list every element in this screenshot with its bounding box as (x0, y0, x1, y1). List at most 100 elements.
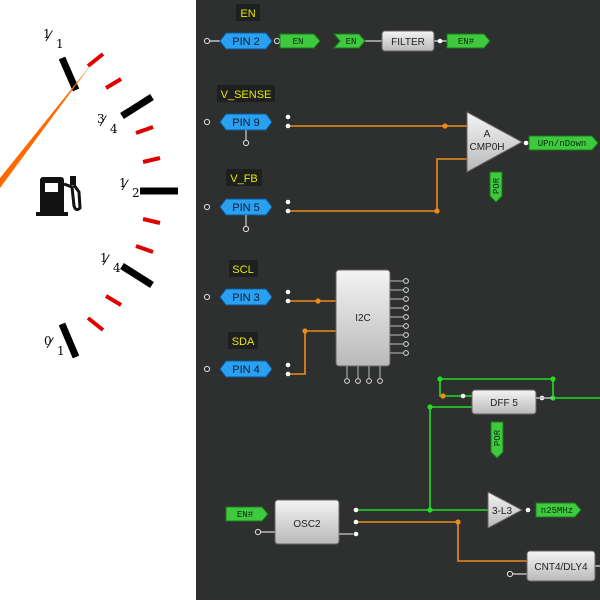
i2c-port[interactable] (367, 379, 372, 384)
dff-block[interactable]: DFF 5 (472, 390, 536, 414)
pin-3-port[interactable] (286, 290, 291, 295)
gauge-minor-tick (106, 79, 121, 88)
i2c-block[interactable]: I2C (336, 270, 390, 366)
dff-port[interactable] (461, 394, 466, 399)
gauge-minor-tick (88, 54, 103, 66)
net-tag-en-out[interactable]: EN (280, 34, 320, 48)
gauge-label-half: 1 ⁄ 2 (119, 176, 140, 200)
i2c-port[interactable] (404, 351, 409, 356)
svg-text:UPn/nDown: UPn/nDown (538, 139, 587, 149)
osc-port[interactable] (354, 520, 359, 525)
svg-text:EN: EN (293, 37, 304, 47)
fuel-gauge: 1 ⁄ 1 3 ⁄ 4 1 ⁄ 2 1 ⁄ 4 0 ⁄ 1 (0, 0, 196, 600)
signal-label-en: EN (240, 8, 255, 20)
pin-5-port[interactable] (204, 204, 209, 209)
svg-text:1: 1 (56, 37, 64, 51)
svg-text:POR: POR (493, 429, 503, 446)
pin-4-port[interactable] (286, 363, 291, 368)
pin-9-port[interactable] (286, 124, 291, 129)
gauge-tick-quarter (122, 266, 152, 285)
gauge-minor-tick (88, 318, 103, 330)
pin-5-port[interactable] (243, 226, 248, 231)
i2c-port[interactable] (404, 279, 409, 284)
net-tag-por-dff[interactable]: POR (491, 422, 503, 458)
i2c-port[interactable] (404, 297, 409, 302)
i2c-port[interactable] (378, 379, 383, 384)
svg-text:PIN 2: PIN 2 (232, 36, 260, 48)
pin-4[interactable]: PIN 4 (220, 361, 272, 377)
signal-label-sda: SDA (232, 336, 255, 348)
svg-text:DFF 5: DFF 5 (490, 398, 518, 409)
pin-9-port[interactable] (286, 115, 291, 120)
wire-v-fb (288, 159, 467, 211)
osc-port[interactable] (354, 532, 359, 537)
gauge-minor-tick (106, 296, 121, 305)
wire-junction (437, 376, 442, 381)
pin-9-port[interactable] (243, 140, 248, 145)
gauge-minor-tick (136, 246, 153, 252)
svg-text:A: A (484, 129, 491, 140)
svg-text:n25MHz: n25MHz (541, 506, 573, 516)
net-tag-por-comparator[interactable]: POR (490, 172, 502, 202)
gauge-label-quarter: 1 ⁄ 4 (100, 251, 121, 275)
gauge-minor-tick (136, 127, 153, 133)
pin-5[interactable]: PIN 5 (220, 199, 272, 215)
net-tag-en-hash[interactable]: EN# (447, 34, 490, 48)
pin-3[interactable]: PIN 3 (220, 289, 272, 305)
signal-label-v-sense: V_SENSE (221, 89, 272, 101)
comparator-output-port[interactable] (524, 141, 529, 146)
divider-block[interactable]: 3-L3 (488, 492, 522, 528)
pin-4-port[interactable] (286, 372, 291, 377)
pin-4-port[interactable] (204, 366, 209, 371)
pin-2[interactable]: PIN 2 (220, 33, 272, 49)
gauge-label-full: 1 ⁄ 1 (43, 27, 64, 51)
net-tag-en-in[interactable]: EN (334, 34, 365, 48)
osc-port[interactable] (255, 529, 260, 534)
wire-junction (440, 393, 445, 398)
comparator-block[interactable]: A CMP0H (467, 112, 522, 172)
i2c-port[interactable] (404, 306, 409, 311)
osc-block[interactable]: OSC2 (275, 500, 339, 544)
counter-block[interactable]: CNT4/DLY4 (527, 551, 595, 581)
wire-junction (302, 328, 307, 333)
svg-text:1: 1 (57, 344, 65, 358)
i2c-port[interactable] (404, 333, 409, 338)
svg-text:PIN 3: PIN 3 (232, 292, 260, 304)
pin-2-output-port[interactable] (274, 38, 279, 43)
pin-9[interactable]: PIN 9 (220, 114, 272, 130)
i2c-port[interactable] (356, 379, 361, 384)
svg-text:PIN 9: PIN 9 (232, 117, 260, 129)
pin-5-port[interactable] (286, 200, 291, 205)
svg-text:CNT4/DLY4: CNT4/DLY4 (534, 562, 588, 573)
wire-junction (427, 404, 432, 409)
net-tag-up-down[interactable]: UPn/nDown (529, 136, 598, 150)
svg-text:3-L3: 3-L3 (492, 506, 512, 517)
osc-port[interactable] (354, 508, 359, 513)
signal-label-v-fb: V_FB (230, 173, 258, 185)
net-tag-en-hash-in[interactable]: EN# (226, 507, 268, 521)
i2c-port[interactable] (404, 324, 409, 329)
i2c-port[interactable] (404, 315, 409, 320)
i2c-port[interactable] (345, 379, 350, 384)
svg-text:EN#: EN# (237, 510, 254, 520)
schematic-diagram: EN V_SENSE V_FB SCL SDA PIN 2 PIN 9 (196, 0, 600, 600)
net-tag-n25mhz[interactable]: n25MHz (536, 503, 581, 517)
svg-text:I2C: I2C (355, 313, 371, 324)
wire-junction (455, 519, 460, 524)
pin-9-port[interactable] (204, 119, 209, 124)
filter-block[interactable]: FILTER (382, 31, 434, 51)
fuel-pump-icon (36, 176, 80, 216)
i2c-port[interactable] (404, 288, 409, 293)
counter-port[interactable] (507, 571, 512, 576)
filter-port[interactable] (438, 39, 443, 44)
pin-3-port[interactable] (204, 294, 209, 299)
i2c-port[interactable] (404, 342, 409, 347)
gauge-label-empty: 0 ⁄ 1 (44, 334, 65, 358)
gauge-minor-tick (143, 219, 160, 223)
pin-5-port[interactable] (286, 209, 291, 214)
svg-text:CMP0H: CMP0H (469, 142, 504, 153)
pin-2-input-port[interactable] (204, 38, 209, 43)
pin-3-port[interactable] (286, 299, 291, 304)
divider-output-port[interactable] (526, 508, 531, 513)
